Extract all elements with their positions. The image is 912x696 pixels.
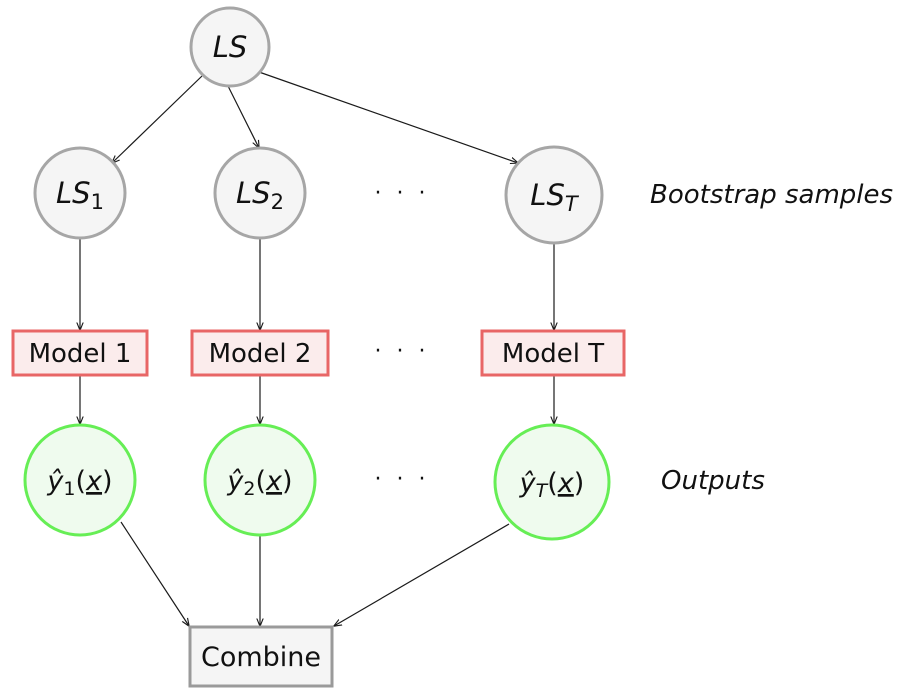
edges — [80, 71, 554, 626]
sample-node-2: LS2 — [213, 146, 307, 240]
root-node: LS — [189, 6, 271, 88]
output-node-1-label: ŷ1(x) — [46, 466, 112, 500]
root-node-circle — [189, 6, 271, 88]
output-node-t: ŷT(x) — [493, 423, 611, 541]
ellipsis-outputs: · · · — [375, 467, 430, 492]
sample-node-2-circle — [213, 146, 307, 240]
row-label-bootstrap-samples: Bootstrap samples — [650, 180, 893, 210]
ellipsis-samples: · · · — [375, 181, 430, 206]
output-node-2-circle — [203, 423, 317, 537]
model-box-1-rect — [11, 329, 149, 377]
output-node-1-circle — [23, 423, 137, 537]
sample-node-t-circle — [504, 145, 604, 245]
sample-node-1: LS1 — [33, 146, 127, 240]
combine-box: Combine — [188, 625, 334, 688]
model-box-1-label: Model 1 — [29, 339, 132, 369]
combine-box-label: Combine — [201, 642, 321, 673]
model-box-t-label: Model T — [502, 339, 604, 369]
sample-node-2-label: LS2 — [236, 176, 284, 214]
model-box-t-rect — [480, 329, 626, 377]
ellipsis-models: · · · — [375, 339, 430, 364]
output-node-2: ŷ2(x) — [203, 423, 317, 537]
model-box-2-rect — [190, 329, 330, 377]
edge-root-to-sample-2 — [227, 85, 259, 148]
sample-node-1-label: LS1 — [56, 176, 104, 214]
output-node-t-label: ŷT(x) — [519, 468, 585, 502]
edge-root-to-sample-t — [258, 71, 518, 163]
combine-box-rect — [188, 625, 334, 688]
output-node-1: ŷ1(x) — [23, 423, 137, 537]
sample-node-t-label: LST — [530, 178, 580, 216]
root-node-label: LS — [213, 30, 248, 64]
row-label-outputs: Outputs — [661, 466, 765, 496]
sample-node-1-circle — [33, 146, 127, 240]
model-box-2: Model 2 — [190, 329, 330, 377]
edge-output-t-to-combine — [334, 523, 510, 626]
output-node-t-circle — [493, 423, 611, 541]
edge-root-to-sample-1 — [112, 75, 203, 163]
model-box-1: Model 1 — [11, 329, 149, 377]
edge-output-1-to-combine — [120, 521, 189, 626]
output-node-2-label: ŷ2(x) — [226, 466, 292, 500]
model-box-t: Model T — [480, 329, 626, 377]
sample-node-t: LST — [504, 145, 604, 245]
model-box-2-label: Model 2 — [209, 339, 312, 369]
